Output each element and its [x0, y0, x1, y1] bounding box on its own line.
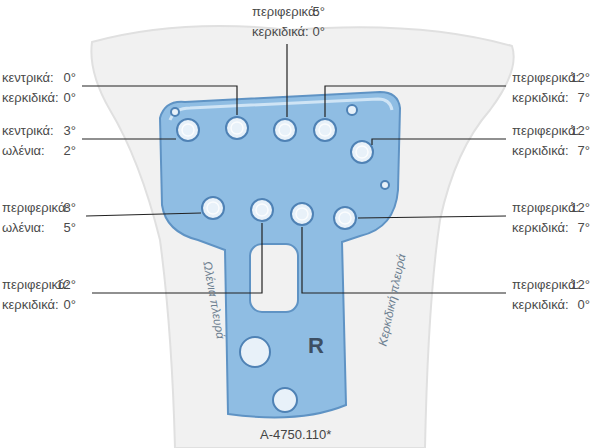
- angle-direction: κερκιδικά:: [512, 143, 569, 159]
- angle-value: 0°: [64, 90, 76, 106]
- angle-direction: ωλένια:: [2, 143, 45, 159]
- hole-rings: [182, 122, 368, 224]
- angle-value: 7°: [578, 220, 590, 236]
- angle-direction: περιφερικά:: [512, 277, 579, 293]
- angle-value: 5°: [64, 220, 76, 236]
- angle-direction: ωλένια:: [2, 220, 45, 236]
- angle-value: 12°: [570, 277, 590, 293]
- angle-value: 12°: [56, 277, 76, 293]
- angle-value: 8°: [64, 200, 76, 216]
- angle-direction: κεντρικά:: [2, 123, 54, 139]
- angle-direction: κεντρικά:: [2, 70, 54, 86]
- angle-value: 0°: [64, 297, 76, 313]
- angle-value: 12°: [570, 200, 590, 216]
- angle-value: 0°: [578, 297, 590, 313]
- bone-outline: [91, 26, 513, 448]
- angle-direction: περιφερικά:: [2, 200, 69, 216]
- angle-value: 5°: [313, 4, 325, 20]
- plate: [160, 92, 400, 417]
- angle-value: 0°: [313, 24, 325, 40]
- angle-direction: κερκιδικά:: [512, 220, 569, 236]
- angle-direction: περιφερικά:: [512, 200, 579, 216]
- plate-window: [250, 244, 298, 312]
- angle-value: 7°: [578, 90, 590, 106]
- angle-direction: περιφερικά:: [512, 123, 579, 139]
- side-marker: R: [308, 334, 324, 358]
- angle-value: 3°: [64, 123, 76, 139]
- angle-value: 2°: [64, 143, 76, 159]
- angle-value: 12°: [570, 70, 590, 86]
- leader-lines: [82, 44, 506, 293]
- angle-direction: κερκιδικά:: [2, 297, 59, 313]
- caption: A-4750.110*: [260, 427, 331, 443]
- angle-direction: περιφερικά:: [252, 4, 319, 20]
- angle-direction: περιφερικά:: [512, 70, 579, 86]
- angle-direction: κερκιδικά:: [512, 90, 569, 106]
- angle-direction: κερκιδικά:: [512, 297, 569, 313]
- plate-highlight: [170, 99, 392, 120]
- angle-direction: κερκιδικά:: [2, 90, 59, 106]
- plate-holes: [171, 105, 389, 412]
- angle-value: 0°: [64, 70, 76, 86]
- angle-value: 7°: [578, 143, 590, 159]
- angle-value: 12°: [570, 123, 590, 139]
- angle-direction: κερκιδικά:: [252, 24, 309, 40]
